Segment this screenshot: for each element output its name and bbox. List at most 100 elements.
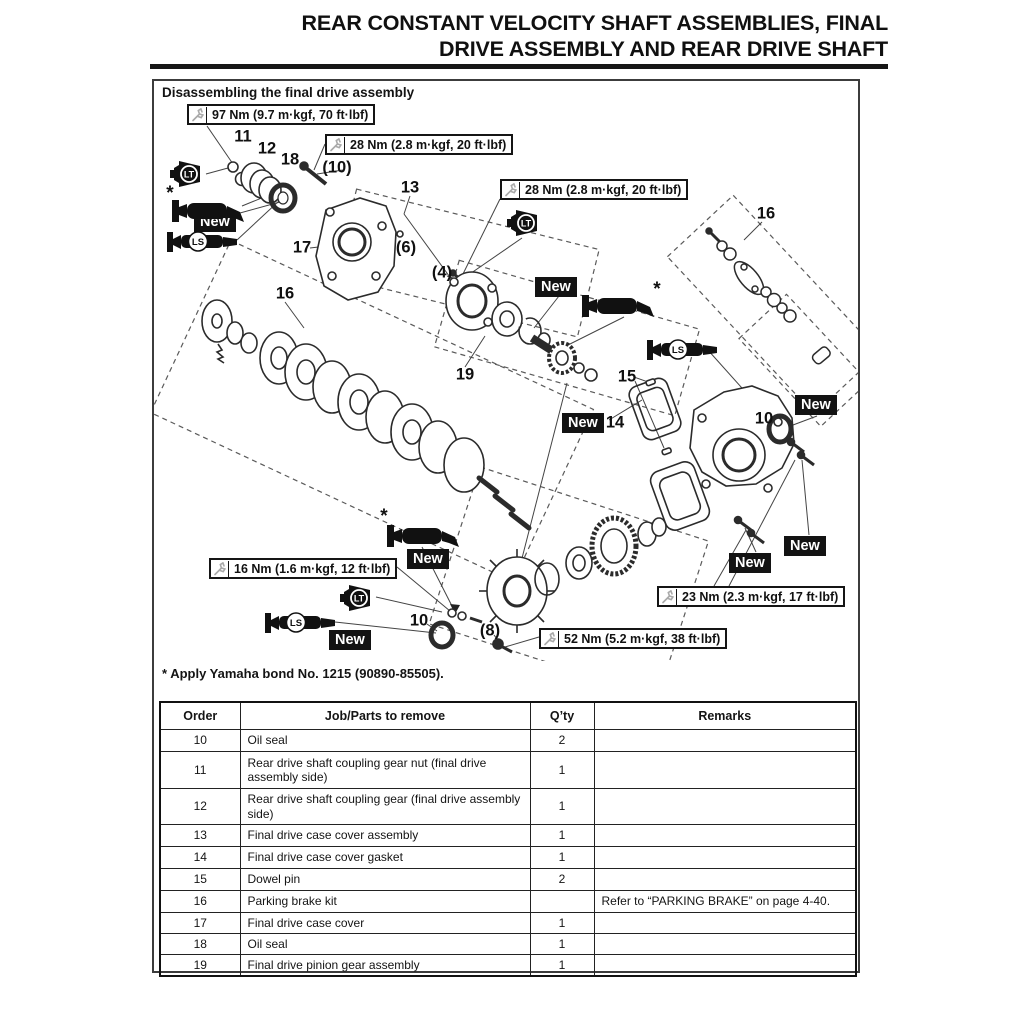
torque-callout-text: 97 Nm (9.7 m·kgf, 70 ft·lbf) [212, 107, 369, 122]
qty-cell: 1 [529, 846, 595, 869]
parking-brake-lever-parts [705, 227, 831, 365]
part-number-label: (10) [322, 158, 352, 177]
title-rule [150, 64, 888, 69]
order-cell: 19 [159, 954, 241, 976]
section-heading: Disassembling the final drive assembly [162, 85, 415, 100]
ls-grease-icon: LS [647, 339, 717, 360]
svg-text:LS: LS [290, 618, 302, 629]
job-cell: Dowel pin [239, 868, 531, 891]
new-badge: New [329, 630, 371, 650]
wrench-icon-cell [659, 588, 677, 605]
remarks-cell [593, 933, 857, 955]
remarks-cell [593, 751, 857, 789]
torque-callout: 23 Nm (2.3 m·kgf, 17 ft·lbf) [657, 586, 846, 607]
remarks-cell [593, 954, 857, 976]
order-cell: 10 [159, 729, 241, 752]
torque-callout: 52 Nm (5.2 m·kgf, 38 ft·lbf) [539, 628, 728, 649]
part-number-label: 17 [292, 238, 312, 257]
page-title: REAR CONSTANT VELOCITY SHAFT ASSEMBLIES,… [150, 10, 889, 62]
bond-applicator-icon [387, 521, 461, 556]
part-number-label: 12 [257, 139, 277, 158]
svg-text:LT: LT [521, 219, 532, 229]
part-number-label: 11 [234, 127, 252, 146]
order-cell: 18 [159, 933, 241, 955]
part-number-label: 19 [455, 365, 475, 384]
coupling-gear-parts [227, 161, 298, 214]
order-cell: 13 [159, 824, 241, 847]
ring-gear-parts [428, 515, 667, 654]
qty-cell: 1 [529, 912, 595, 934]
remarks-cell [593, 824, 857, 847]
svg-text:LS: LS [672, 345, 684, 356]
qty-cell [529, 890, 595, 913]
pinion-gear-shaft [529, 334, 598, 382]
bond-applicator-icon [387, 525, 459, 547]
ls-grease-icon: LS [167, 229, 241, 260]
content-box: Disassembling the final drive assembly [152, 79, 860, 977]
wrench-icon [505, 182, 517, 196]
svg-text:LT: LT [184, 170, 195, 180]
wrench-icon-cell [189, 106, 207, 123]
page-title-line1: REAR CONSTANT VELOCITY SHAFT ASSEMBLIES,… [301, 11, 889, 35]
new-badge: New [535, 277, 577, 297]
part-number-label: 13 [400, 178, 420, 197]
torque-callout-text: 23 Nm (2.3 m·kgf, 17 ft·lbf) [682, 589, 839, 604]
wrench-icon [192, 107, 204, 121]
svg-text:LT: LT [354, 594, 365, 604]
bond-applicator-icon [582, 291, 656, 326]
new-badge: New [795, 395, 837, 415]
part-number-label: (6) [395, 238, 417, 257]
wrench-icon-cell [327, 136, 345, 153]
wrench-icon-cell [211, 560, 229, 577]
bond-asterisk: * [166, 183, 174, 204]
order-cell: 14 [159, 846, 241, 869]
final-drive-case [689, 385, 815, 545]
lt-threadlocker-icon: LT [170, 157, 204, 196]
exploded-diagram: 97 Nm (9.7 m·kgf, 70 ft·lbf) 28 Nm (2.8 m… [154, 100, 858, 661]
lt-threadlocker-icon: LT [340, 585, 370, 611]
torque-callout: 97 Nm (9.7 m·kgf, 70 ft·lbf) [187, 104, 376, 125]
remarks-cell [593, 788, 857, 825]
ls-grease-icon: LS [265, 610, 339, 641]
wrench-icon [662, 589, 674, 603]
page-title-line2: DRIVE ASSEMBLY AND REAR DRIVE SHAFT [439, 37, 888, 61]
part-number-label: (4) [431, 263, 453, 282]
remarks-cell [593, 912, 857, 934]
job-cell: Oil seal [239, 933, 531, 955]
wrench-icon [330, 137, 342, 151]
remarks-cell: Refer to “PARKING BRAKE” on page 4-40. [593, 890, 857, 913]
wrench-icon [544, 631, 556, 645]
torque-callout-text: 16 Nm (1.6 m·kgf, 12 ft·lbf) [234, 561, 391, 576]
job-cell: Parking brake kit [239, 890, 531, 913]
bond-applicator-icon [582, 295, 654, 317]
parking-brake-plate-stack [201, 299, 532, 531]
torque-callout-text: 28 Nm (2.8 m·kgf, 20 ft·lbf) [525, 182, 682, 197]
header-job: Job/Parts to remove [239, 701, 531, 730]
qty-cell: 1 [529, 751, 595, 789]
order-cell: 11 [159, 751, 241, 789]
part-number-label: 18 [280, 150, 300, 169]
lt-threadlocker-icon: LT [170, 161, 200, 187]
qty-cell: 1 [529, 824, 595, 847]
remarks-cell [593, 729, 857, 752]
job-cell: Oil seal [239, 729, 531, 752]
bond-applicator-icon [172, 200, 244, 222]
part-number-label: 16 [275, 284, 295, 303]
part-number-label: 14 [605, 413, 625, 432]
parts-table: Order Job/Parts to remove Q’ty Remarks 1… [159, 701, 857, 977]
case-gaskets [628, 377, 711, 531]
part-number-label: 15 [617, 367, 637, 386]
ls-grease-icon: LS [647, 337, 721, 368]
order-cell: 16 [159, 890, 241, 913]
order-cell: 12 [159, 788, 241, 825]
wrench-icon-cell [541, 630, 559, 647]
remarks-cell [593, 868, 857, 891]
job-cell: Final drive case cover [239, 912, 531, 934]
